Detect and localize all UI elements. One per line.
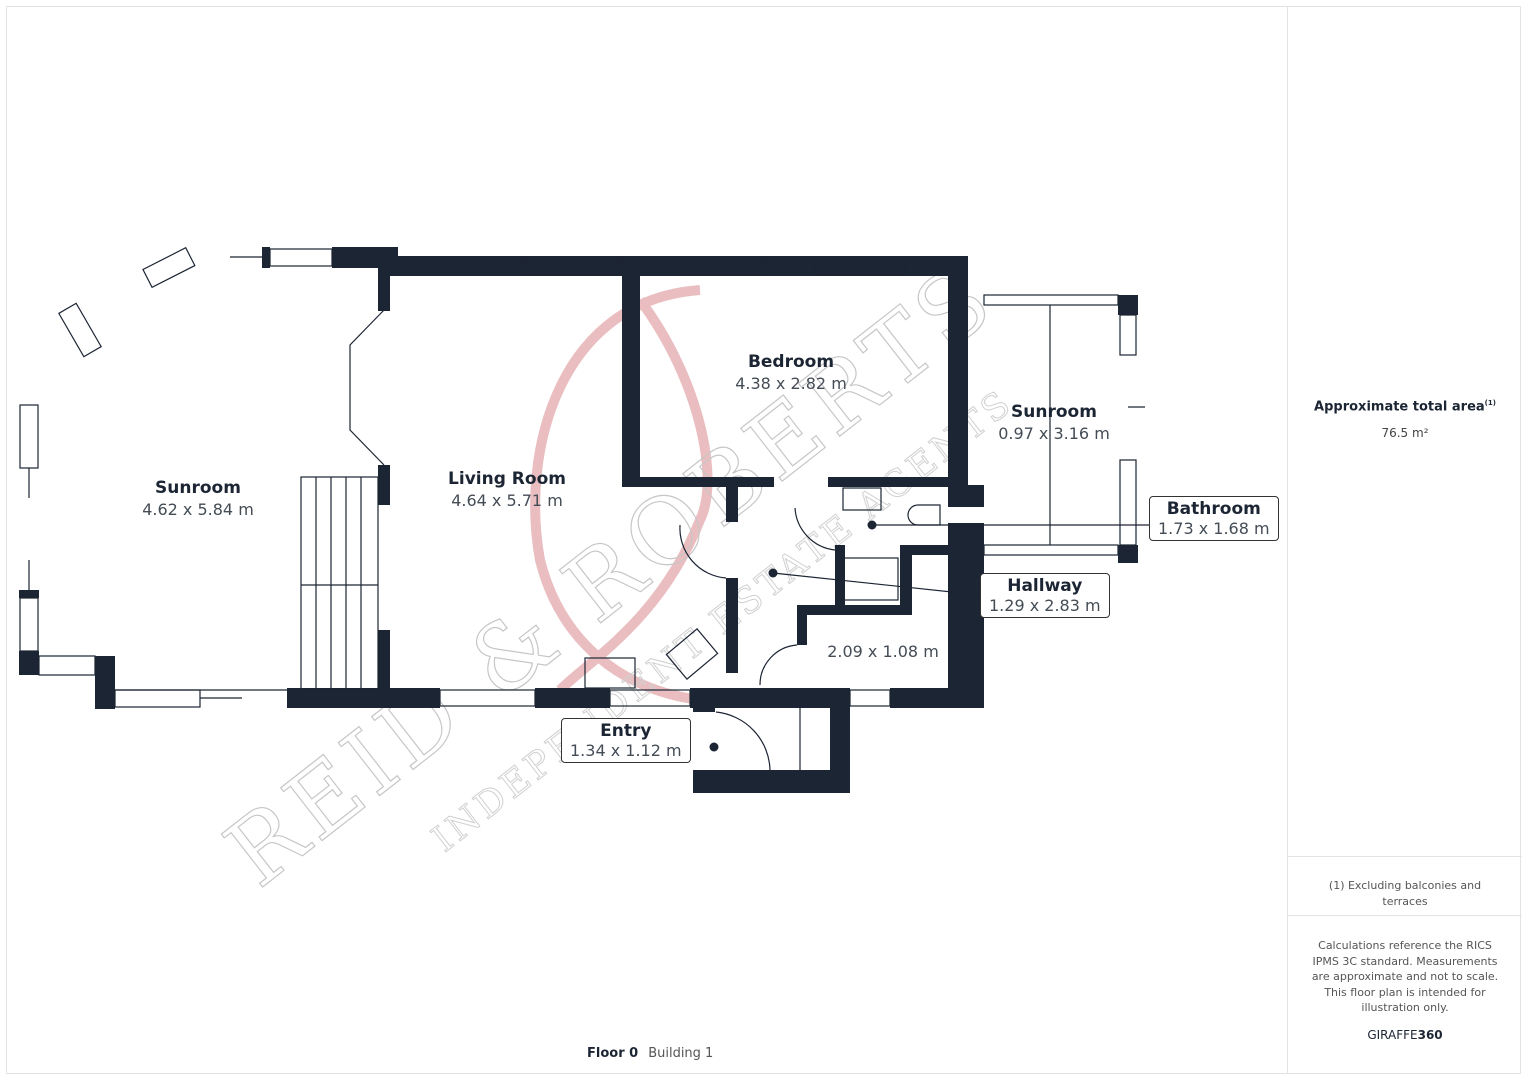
floor-label: Floor 0 xyxy=(587,1046,639,1061)
room-name: Entry xyxy=(600,721,652,741)
building-label: Building 1 xyxy=(648,1046,714,1061)
room-dims: 1.73 x 1.68 m xyxy=(1158,519,1270,538)
brand-text: GIRAFFE xyxy=(1367,1028,1418,1042)
room-name: Living Room xyxy=(448,469,566,489)
room-dims: 4.38 x 2.82 m xyxy=(735,374,847,393)
room-dims: 4.64 x 5.71 m xyxy=(451,491,563,510)
room-name: Sunroom xyxy=(155,478,241,498)
divider xyxy=(1288,915,1522,916)
divider xyxy=(1288,856,1522,857)
room-name: Bedroom xyxy=(747,352,835,372)
room-label-bedroom: Bedroom 4.38 x 2.82 m xyxy=(735,352,847,393)
svg-text:REID & ROBERTS: REID & ROBERTS xyxy=(206,243,1015,908)
area-title: Approximate total area(1) xyxy=(1288,399,1522,414)
area-value: 76.5 m² xyxy=(1381,426,1429,440)
room-dims: 1.29 x 2.83 m xyxy=(989,596,1101,615)
walls xyxy=(19,247,1138,793)
room-name: Hallway xyxy=(1007,576,1083,596)
room-dims: 0.97 x 3.16 m xyxy=(998,424,1110,443)
floor-caption: Floor 0 Building 1 xyxy=(587,1046,713,1061)
windows-and-fixtures xyxy=(19,246,1150,771)
info-sidebar: Approximate total area(1) 76.5 m² (1) Ex… xyxy=(1287,6,1522,1074)
room-name: Bathroom xyxy=(1166,499,1261,519)
bathroom-marker-dot xyxy=(867,520,877,530)
room-dims: 1.34 x 1.12 m xyxy=(570,741,682,760)
room-label-bathroom: Bathroom 1.73 x 1.68 m xyxy=(1149,496,1279,541)
watermark: REID & ROBERTS INDEPENDENT ESTATE AGENTS xyxy=(206,242,1022,908)
room-label-sunroom-east: Sunroom 0.97 x 3.16 m xyxy=(998,402,1110,443)
brand-logo: GIRAFFE360 xyxy=(1288,1028,1522,1042)
room-dims: 4.62 x 5.84 m xyxy=(142,500,254,519)
entry-marker-dot xyxy=(709,742,719,752)
room-label-unnamed: 2.09 x 1.08 m xyxy=(827,640,939,661)
room-label-entry: Entry 1.34 x 1.12 m xyxy=(561,718,691,763)
room-label-living-room: Living Room 4.64 x 5.71 m xyxy=(448,469,566,510)
room-dims: 2.09 x 1.08 m xyxy=(827,642,939,661)
disclaimer: Calculations reference the RICS IPMS 3C … xyxy=(1311,939,1499,1014)
room-name: Sunroom xyxy=(1011,402,1097,422)
area-title-text: Approximate total area xyxy=(1314,399,1485,415)
room-label-sunroom-west: Sunroom 4.62 x 5.84 m xyxy=(142,478,254,519)
area-footnote-ref: (1) xyxy=(1484,399,1496,407)
hallway-marker-dot xyxy=(768,568,778,578)
page-frame xyxy=(6,6,1521,1074)
brand-number: 360 xyxy=(1417,1028,1443,1042)
footnote: (1) Excluding balconies and terraces xyxy=(1328,879,1482,908)
room-label-hallway: Hallway 1.29 x 2.83 m xyxy=(980,573,1110,618)
